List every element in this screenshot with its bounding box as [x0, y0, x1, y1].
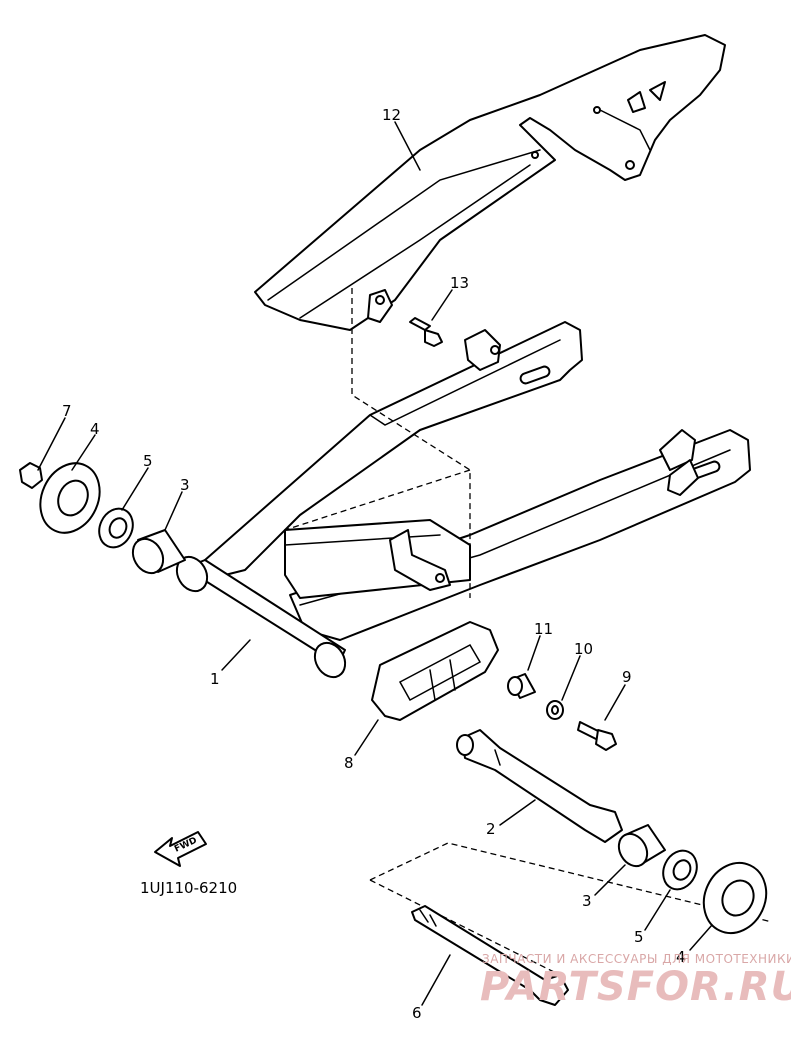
dust-cover-part-4-left — [39, 462, 101, 534]
callout-12: 12 — [382, 106, 401, 124]
nut-part-7 — [19, 462, 43, 489]
callout-3-left: 3 — [180, 476, 190, 494]
swingarm-part-1 — [175, 321, 751, 679]
pivot-bolt-part-6 — [411, 905, 569, 1006]
callout-1: 1 — [210, 670, 220, 688]
pivot-shaft-part-2 — [456, 729, 623, 843]
callout-7: 7 — [62, 402, 72, 420]
bushing-part-3-left — [131, 529, 186, 575]
callout-numbers: 12 13 7 4 5 3 1 11 10 9 8 2 3 5 4 6 — [62, 106, 686, 1022]
callout-13: 13 — [450, 274, 469, 292]
bolt-part-9 — [577, 721, 617, 751]
bolt-part-13 — [409, 317, 443, 347]
watermark-brand: PARTSFOR.RU — [480, 964, 791, 1010]
callout-10: 10 — [574, 640, 593, 658]
diagram-code: 1UJ110-6210 — [140, 879, 237, 897]
chain-case-part-12 — [254, 34, 726, 331]
callout-11: 11 — [534, 620, 553, 638]
callout-8: 8 — [344, 754, 354, 772]
callout-2: 2 — [486, 820, 496, 838]
callout-5-left: 5 — [143, 452, 153, 470]
watermark: ЗАПЧАСТИ И АКСЕССУАРЫ ДЛЯ МОТОТЕХНИКИ PA… — [480, 952, 791, 1010]
callout-9: 9 — [622, 668, 632, 686]
dust-cover-part-4-right — [702, 861, 768, 935]
callout-6: 6 — [412, 1004, 422, 1022]
forward-direction-arrow: FWD — [154, 831, 207, 867]
watermark-tagline: ЗАПЧАСТИ И АКСЕССУАРЫ ДЛЯ МОТОТЕХНИКИ — [482, 952, 791, 966]
chain-pad-part-8 — [371, 621, 499, 721]
callout-4-left: 4 — [90, 420, 100, 438]
callout-leader-lines — [37, 121, 713, 1006]
bushing-part-3-right — [617, 824, 666, 868]
thrust-washer-part-5-right — [662, 849, 698, 891]
thrust-washer-part-5-left — [98, 507, 134, 549]
collar-part-11 — [507, 673, 536, 699]
assembly-guide-lines — [284, 288, 773, 976]
callout-3-right: 3 — [582, 892, 592, 910]
washer-part-10 — [546, 700, 564, 720]
callout-4-right: 4 — [676, 948, 686, 966]
callout-5-right: 5 — [634, 928, 644, 946]
